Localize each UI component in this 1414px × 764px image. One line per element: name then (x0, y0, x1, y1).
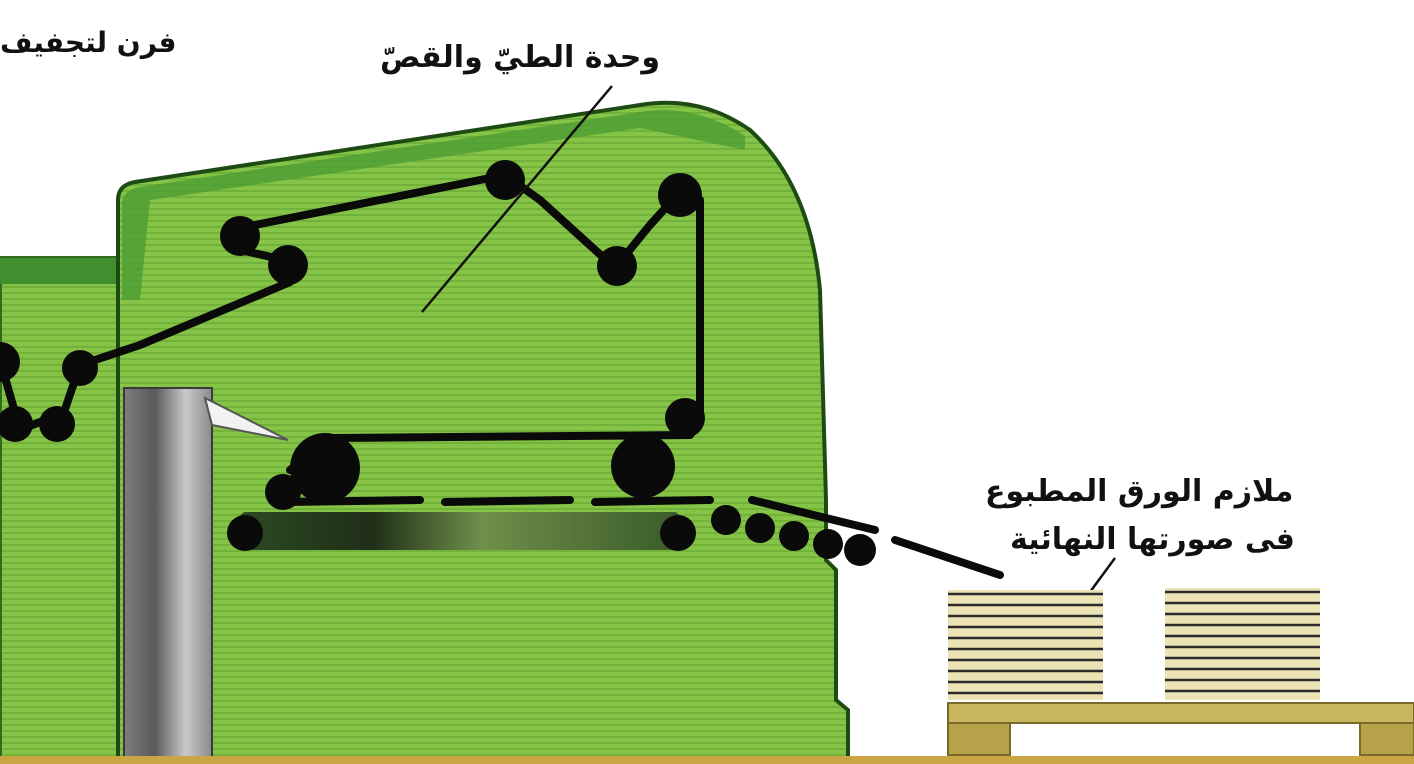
paper-stack-2 (1165, 588, 1320, 700)
pallet (948, 703, 1414, 755)
folding-cutting-unit-label: وحدة الطيّ والقصّ (380, 40, 660, 75)
drying-oven-label: فرن لتجفيف (0, 26, 176, 59)
paper-stack-1 (948, 590, 1103, 700)
conveyor-bed (240, 512, 680, 550)
printed-signatures-label-line1: ملازم الورق المطبوع (985, 474, 1293, 509)
drying-oven (0, 258, 120, 764)
floor (0, 756, 1414, 764)
printed-signatures-label-line2: فى صورتها النهائية (1010, 522, 1295, 557)
